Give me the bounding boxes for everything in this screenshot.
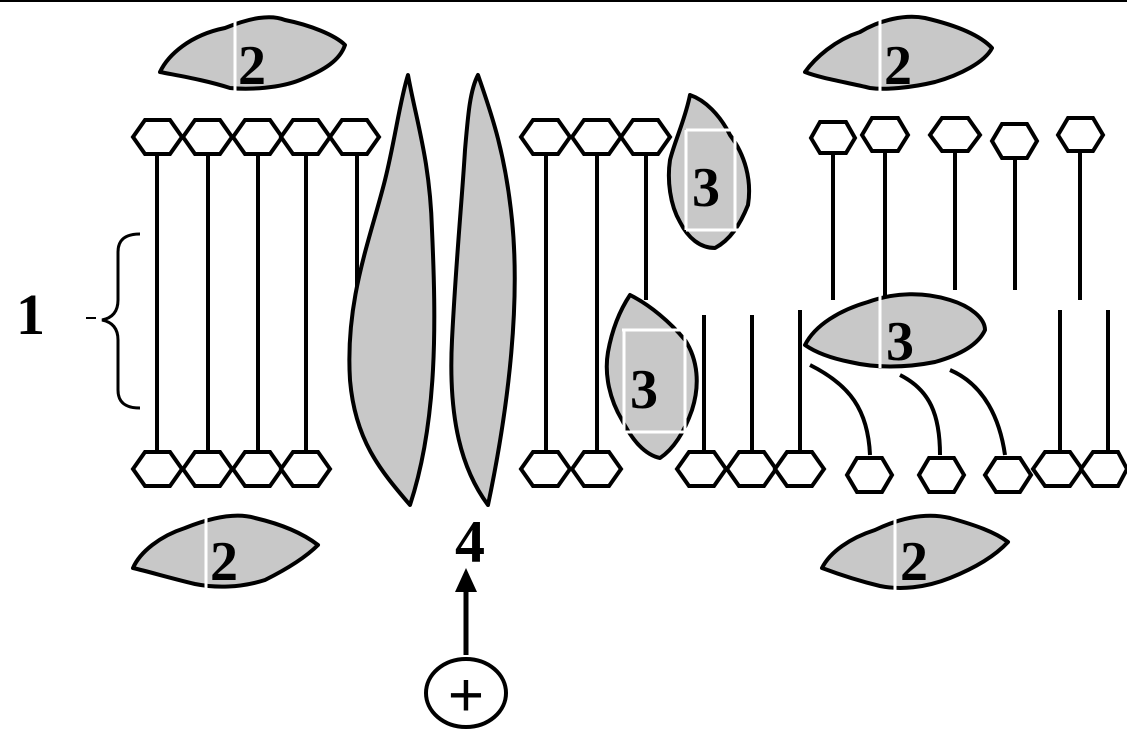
channel-protein [347, 73, 517, 507]
label-2-top-right: 2 [884, 35, 912, 97]
label-4: 4 [455, 509, 485, 575]
plus-sign: + [448, 661, 484, 730]
arrow-head-icon [455, 568, 477, 592]
label-2-top-left: 2 [238, 35, 266, 97]
label-3-middle: 3 [630, 359, 658, 421]
peripheral-protein-top-left [158, 15, 347, 92]
label-2-bottom-left: 2 [210, 531, 238, 593]
integral-protein-right [803, 292, 987, 369]
label-2-bottom-right: 2 [900, 531, 928, 593]
peripheral-protein-bottom-left [131, 512, 320, 590]
peripheral-protein-top-right [803, 14, 994, 92]
lipid-tails [155, 150, 1110, 456]
label-3-top: 3 [692, 157, 720, 219]
plus-circle-icon [424, 657, 508, 729]
peripheral-protein-bottom-right [820, 512, 1010, 592]
integral-protein-top [666, 93, 752, 250]
label-membrane: 1 [16, 282, 45, 347]
lipid-heads-top [130, 116, 1106, 160]
label-3-right: 3 [886, 311, 914, 373]
lipid-heads-bottom [130, 450, 1127, 494]
brace [101, 232, 141, 410]
integral-protein-middle [604, 293, 699, 460]
